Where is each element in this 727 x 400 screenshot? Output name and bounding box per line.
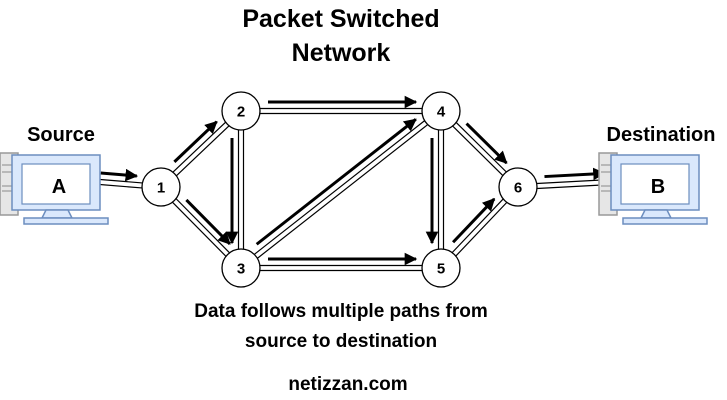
link-3-4 — [254, 120, 428, 259]
router-node-circle — [421, 91, 461, 131]
caption-line-1: Data follows multiple paths from — [194, 301, 487, 322]
destination-computer-label: B — [651, 176, 665, 198]
flow-arrow-6-B — [544, 167, 606, 181]
router-node-label: 4 — [437, 104, 446, 121]
router-node-circle — [421, 248, 461, 288]
source-label: Source — [27, 124, 95, 146]
router-node-label: 6 — [514, 180, 522, 197]
flow-arrow-5-6 — [451, 197, 496, 244]
flow-arrow-A-1 — [100, 168, 139, 182]
router-node-6: 6 — [498, 167, 538, 207]
router-node-label: 3 — [237, 261, 245, 278]
destination-label: Destination — [607, 124, 716, 146]
router-node-label: 2 — [237, 104, 245, 121]
router-node-2: 2 — [221, 91, 261, 131]
link-2-3 — [237, 130, 245, 249]
link-3-5 — [260, 264, 422, 272]
router-node-label: 1 — [157, 180, 165, 197]
footer-site-name: netizzan.com — [288, 374, 407, 395]
source-computer: A — [0, 152, 109, 225]
link-5-6 — [451, 198, 508, 257]
flow-arrow-1-3 — [185, 198, 231, 245]
router-node-1: 1 — [141, 167, 181, 207]
packet-flow-arrows — [100, 95, 606, 266]
destination-computer: B — [598, 152, 708, 225]
flow-arrow-4-6 — [465, 122, 508, 165]
router-node-label: 5 — [437, 261, 445, 278]
router-node-circle — [498, 167, 538, 207]
router-node-circle — [141, 167, 181, 207]
link-A-1 — [99, 178, 143, 189]
source-computer-label: A — [52, 176, 66, 198]
diagram-title-line-2: Network — [292, 39, 391, 67]
router-node-circle — [221, 248, 261, 288]
link-4-5 — [437, 130, 445, 249]
diagram-title-line-1: Packet Switched — [242, 5, 439, 33]
flow-arrow-3-4 — [255, 118, 417, 246]
router-nodes: 1 2 3 4 5 6 — [141, 91, 538, 288]
link-2-4 — [260, 107, 422, 115]
link-4-6 — [452, 122, 507, 176]
router-node-circle — [221, 91, 261, 131]
router-node-5: 5 — [421, 248, 461, 288]
caption-line-2: source to destination — [245, 331, 437, 352]
link-1-3 — [172, 198, 230, 257]
router-node-3: 3 — [221, 248, 261, 288]
router-node-4: 4 — [421, 91, 461, 131]
link-1-2 — [172, 121, 230, 177]
flow-arrow-1-2 — [173, 120, 218, 163]
